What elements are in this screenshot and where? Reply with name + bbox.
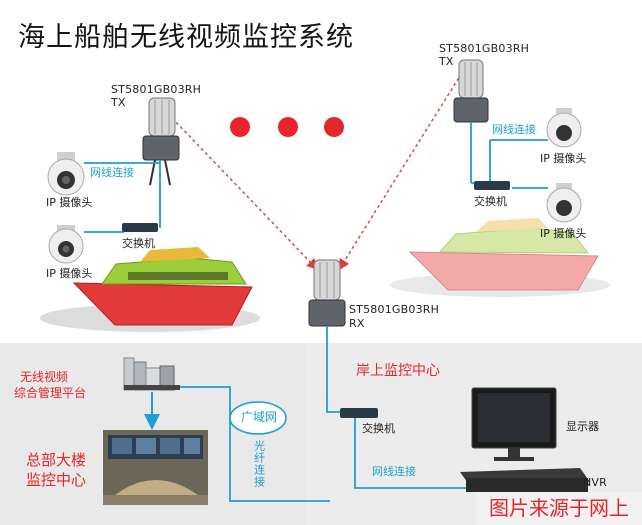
management-platform-server: [123, 357, 180, 391]
left-ship: [40, 247, 260, 332]
left-ip-camera-1: [47, 152, 85, 196]
hq-center-line1: 总部大楼: [26, 451, 87, 469]
wan-cloud: [229, 401, 287, 435]
shore-link-label: 网线连接: [372, 465, 416, 478]
left-switch: [122, 223, 158, 232]
ellipsis-dot: [278, 117, 298, 137]
rx-role: RX: [349, 317, 365, 330]
shore-center-label: 岸上监控中心: [356, 363, 440, 379]
right-ship: [390, 218, 610, 297]
shore-nvr: [460, 468, 590, 492]
right-link-label: 网线连接: [492, 123, 536, 136]
watermark-label: 图片来源于网上: [476, 492, 642, 525]
page-title: 海上船舶无线视频监控系统: [18, 22, 354, 53]
tx-right-model: ST5801GB03RH: [439, 42, 530, 55]
left-cam1-label: IP 摄像头: [46, 196, 93, 209]
shore-switch: [340, 408, 378, 418]
right-ip-camera-1: [546, 108, 582, 148]
wan-label: 广域网: [241, 410, 278, 424]
display-label: 显示器: [566, 420, 599, 433]
tx-left-role: TX: [111, 96, 126, 109]
platform-label-line2: 综合管理平台: [14, 386, 87, 400]
shore-switch-label: 交换机: [362, 422, 395, 435]
left-link-label: 网线连接: [90, 166, 134, 179]
left-ip-camera-2: [48, 225, 84, 264]
tx-right-role: TX: [439, 55, 454, 68]
ellipsis-dot: [324, 117, 344, 137]
left-cam2-label: IP 摄像头: [46, 267, 93, 280]
wireless-link-right: [338, 67, 466, 271]
ellipsis-dot: [230, 117, 250, 137]
right-cam1-label: IP 摄像头: [540, 152, 587, 165]
shore-switch-to-nvr: [354, 418, 470, 489]
hq-center-line2: 监控中心: [26, 471, 87, 489]
platform-label-line1: 无线视频: [20, 370, 69, 384]
left-switch-label: 交换机: [122, 237, 155, 250]
fiber-label: 光纤连接: [252, 440, 266, 488]
shore-monitor: [471, 387, 557, 461]
tx-right-antenna: [453, 59, 489, 123]
right-switch: [474, 181, 510, 190]
tx-left-antenna: [142, 97, 180, 186]
rx-model: ST5801GB03RH: [349, 303, 440, 316]
left-cable: [84, 160, 161, 233]
wireless-link-left: [171, 117, 318, 271]
nvr-label: NVR: [583, 476, 607, 489]
hq-to-wan-line: [180, 386, 330, 502]
tx-left-model: ST5801GB03RH: [111, 83, 202, 96]
right-ip-camera-2: [546, 183, 582, 223]
right-switch-label: 交换机: [474, 195, 507, 208]
control-room-photo: [103, 430, 208, 505]
rx-antenna: [308, 259, 346, 327]
right-cam2-label: IP 摄像头: [540, 227, 587, 240]
